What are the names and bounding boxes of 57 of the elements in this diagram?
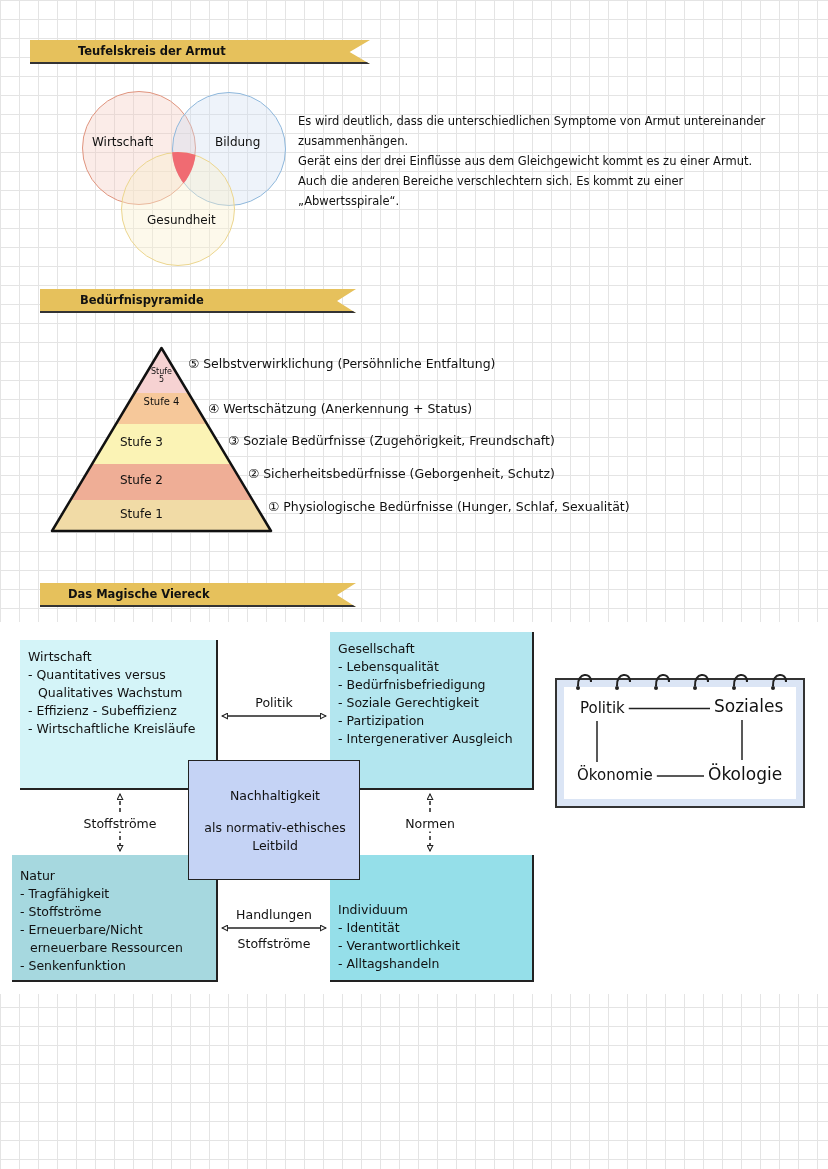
list-item: - Lebensqualität	[338, 658, 440, 676]
level-description: ③ Soziale Bedürfnisse (Zugehörigkeit, Freundschaft)	[228, 433, 555, 448]
list-item: - Effizienz - Subeffizienz	[28, 702, 178, 720]
topic-box	[20, 640, 218, 790]
list-item: - Alltagshandeln	[338, 955, 441, 973]
level-description: ① Physiologische Bedürfnisse (Hunger, Schlaf, Sexualität)	[268, 499, 630, 514]
box-heading: Natur	[20, 867, 56, 885]
connector-line	[656, 775, 705, 777]
topic-box	[12, 855, 218, 982]
aspect-label: Ökologie	[708, 764, 783, 784]
box-heading: Wirtschaft	[28, 648, 93, 666]
topic-box	[330, 632, 534, 790]
connector-line	[741, 719, 743, 761]
section-banner: Bedürfnispyramide	[40, 289, 356, 313]
paragraph: Es wird deutlich, dass die unterschiedlichen Symptome von Armut untereinander zusammenhängen.	[298, 113, 767, 150]
level-description: ④ Wertschätzung (Anerkennung + Status)	[208, 401, 473, 416]
list-item: - Quantitatives versus Qualitatives Wachstum	[28, 666, 184, 702]
level-label: Stufe 1	[119, 507, 164, 521]
box-text: als normativ-ethisches Leitbild	[203, 819, 347, 855]
double-arrow	[426, 793, 434, 852]
aspect-label: Soziales	[714, 696, 784, 716]
level-label: Stufe 4	[143, 397, 180, 408]
paragraph: Gerät eins der drei Einflüsse aus dem Gleichgewicht kommt es zu einer Armut. Auch die anderen Bereiche verschlechtern sich. Es kommt zu einer „Abwertsspirale“.	[298, 153, 754, 210]
topic-box	[330, 855, 534, 982]
box-heading: Nachhaltigkeit	[229, 787, 321, 805]
list-item: - Identität	[338, 919, 401, 937]
list-item: - Stoffströme	[20, 903, 103, 921]
venn-circle	[172, 92, 286, 206]
level-label: Stufe 3	[119, 436, 164, 449]
central-box	[188, 760, 360, 880]
section-banner: Das Magische Viereck	[40, 583, 356, 607]
double-arrow	[221, 924, 327, 932]
list-item: - Bedürfnisbefriedigung	[338, 676, 487, 694]
connector-line	[628, 707, 711, 710]
level-description: ② Sicherheitsbedürfnisse (Geborgenheit, Schutz)	[248, 466, 555, 481]
section-banner: Teufelskreis der Armut	[30, 40, 370, 64]
circle-label: Gesundheit	[147, 213, 216, 227]
circle-label: Bildung	[215, 135, 261, 149]
level-description: ⑤ Selbstverwirklichung (Persöhnliche Entfaltung)	[188, 356, 496, 371]
list-item: - Wirtschaftliche Kreisläufe	[28, 720, 197, 738]
circle-label: Wirtschaft	[92, 135, 154, 149]
list-item: - Verantwortlichkeit	[338, 937, 461, 955]
double-arrow	[116, 793, 124, 852]
level-label: Stufe 2	[119, 474, 164, 487]
list-item: - Partizipation	[338, 712, 426, 730]
aspect-label: Politik	[580, 699, 625, 717]
connector-line	[596, 720, 598, 763]
double-arrow	[221, 712, 327, 720]
list-item: - Tragfähigkeit	[20, 885, 111, 903]
box-heading: Individuum	[338, 901, 409, 919]
list-item: - Senkenfunktion	[20, 957, 127, 975]
box-heading: Gesellschaft	[338, 640, 416, 658]
level-label: Stufe 5	[149, 368, 173, 385]
list-item: - Intergenerativer Ausgleich	[338, 730, 514, 748]
list-item: - Erneuerbare/Nicht erneuerbare Ressourcen	[20, 921, 184, 957]
list-item: - Soziale Gerechtigkeit	[338, 694, 480, 712]
aspect-label: Ökonomie	[577, 766, 653, 784]
